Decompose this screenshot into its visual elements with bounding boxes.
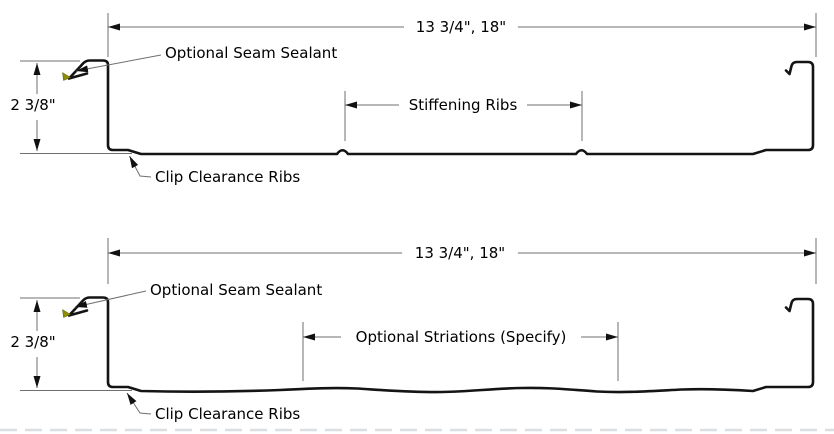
width-dimension-top: 13 3/4", 18" — [107, 13, 817, 57]
leader-line — [126, 392, 152, 415]
leader-line — [75, 54, 162, 73]
panel-diagram-stiffening-ribs: 13 3/4", 18" 2 3/8" Optional Seam Sealan… — [10, 13, 817, 186]
seam-sealant-blob — [62, 309, 72, 318]
seam-sealant-label: Optional Seam Sealant — [165, 44, 337, 62]
stiffening-ribs-callout: Stiffening Ribs — [344, 91, 583, 141]
height-dimension-text: 2 3/8" — [10, 96, 55, 114]
leader-line — [74, 290, 147, 308]
width-dimension-text: 13 3/4", 18" — [415, 244, 505, 262]
striations-callout: Optional Striations (Specify) — [302, 322, 619, 381]
seam-sealant-label: Optional Seam Sealant — [150, 281, 322, 299]
stiffening-ribs-label: Stiffening Ribs — [409, 96, 518, 114]
width-dimension-text: 13 3/4", 18" — [416, 18, 506, 36]
panel-profile-outline — [67, 296, 815, 394]
clip-clearance-callout-top: Clip Clearance Ribs — [129, 155, 300, 186]
height-dimension-text: 2 3/8" — [10, 333, 55, 351]
striations-label: Optional Striations (Specify) — [356, 328, 567, 346]
seam-sealant-blob — [62, 72, 72, 81]
leader-line — [129, 155, 152, 178]
height-dimension-bottom: 2 3/8" — [10, 297, 132, 391]
clip-clearance-callout-bottom: Clip Clearance Ribs — [126, 392, 300, 423]
seam-sealant-callout-top: Optional Seam Sealant — [75, 44, 337, 73]
clip-clearance-label: Clip Clearance Ribs — [155, 405, 300, 423]
width-dimension-bottom: 13 3/4", 18" — [107, 238, 817, 284]
clip-clearance-label: Clip Clearance Ribs — [155, 168, 300, 186]
panel-profile-outline — [67, 59, 815, 156]
seam-sealant-callout-bottom: Optional Seam Sealant — [74, 281, 322, 308]
height-dimension-top: 2 3/8" — [10, 60, 132, 154]
panel-diagram-striations: 13 3/4", 18" 2 3/8" Optional Seam Sealan… — [10, 238, 817, 423]
